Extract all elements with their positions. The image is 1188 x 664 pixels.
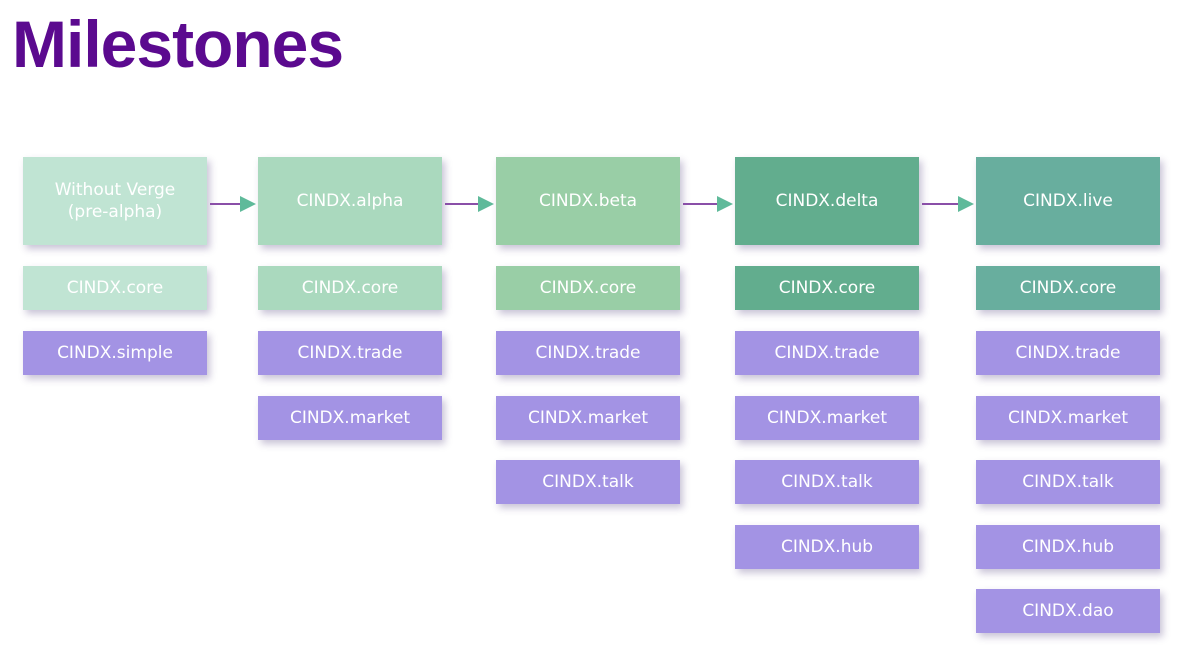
module-box: CINDX.market xyxy=(735,395,919,440)
core-box-beta: CINDX.core xyxy=(496,266,680,310)
module-box: CINDX.talk xyxy=(496,460,680,504)
module-box: CINDX.trade xyxy=(258,331,442,375)
module-box: CINDX.dao xyxy=(976,589,1160,633)
stage-box-alpha: CINDX.alpha xyxy=(258,157,442,245)
module-box: CINDX.talk xyxy=(735,460,919,504)
stage-box-beta: CINDX.beta xyxy=(496,157,680,245)
module-box: CINDX.trade xyxy=(735,331,919,375)
arrow-right-icon xyxy=(683,196,733,212)
stage-box-delta: CINDX.delta xyxy=(735,157,919,245)
stage-box-pre-alpha: Without Verge (pre-alpha) xyxy=(23,157,207,245)
module-box: CINDX.trade xyxy=(496,331,680,375)
module-box: CINDX.market xyxy=(976,395,1160,440)
module-box: CINDX.trade xyxy=(976,331,1160,375)
arrow-right-icon xyxy=(210,196,256,212)
core-box-alpha: CINDX.core xyxy=(258,266,442,310)
module-box: CINDX.simple xyxy=(23,331,207,375)
core-box-delta: CINDX.core xyxy=(735,266,919,310)
module-box: CINDX.hub xyxy=(735,524,919,569)
module-box: CINDX.talk xyxy=(976,460,1160,504)
arrow-right-icon xyxy=(922,196,974,212)
stage-box-live: CINDX.live xyxy=(976,157,1160,245)
core-box-pre-alpha: CINDX.core xyxy=(23,266,207,310)
module-box: CINDX.market xyxy=(258,395,442,440)
page-title: Milestones xyxy=(12,7,344,81)
module-box: CINDX.market xyxy=(496,395,680,440)
core-box-live: CINDX.core xyxy=(976,266,1160,310)
module-box: CINDX.hub xyxy=(976,524,1160,569)
arrow-right-icon xyxy=(445,196,494,212)
